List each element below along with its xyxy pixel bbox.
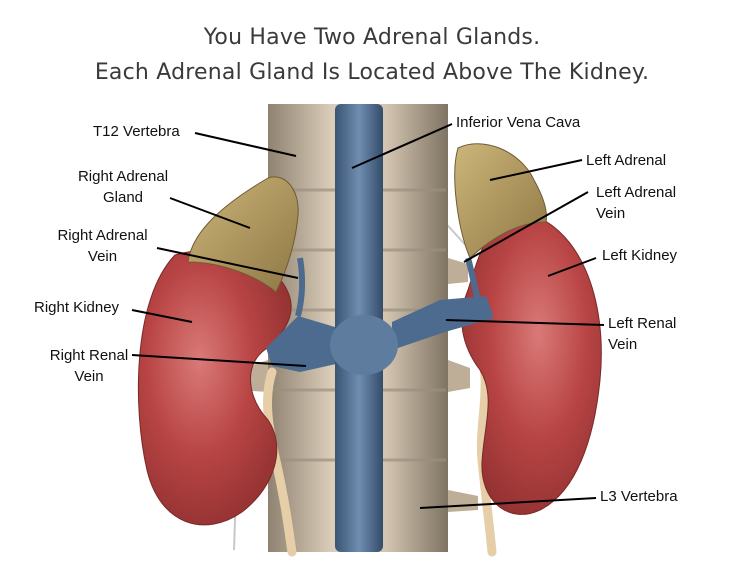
- label-left-adrenal-vein-line1: Left Adrenal: [596, 184, 677, 201]
- veins: [266, 104, 494, 552]
- label-left-adrenal-vein: Left Adrenal Vein: [596, 182, 676, 224]
- label-right-renal-vein: Right Renal Vein: [34, 345, 144, 387]
- label-right-adrenal-vein-line2: Vein: [87, 248, 118, 265]
- leader-lines: [131, 123, 605, 509]
- title-line-2: Each Adrenal Gland Is Located Above The …: [94, 60, 650, 85]
- label-right-adrenal-vein: Right Adrenal Vein: [40, 225, 165, 267]
- label-right-renal-vein-line2: Vein: [74, 368, 104, 385]
- left-kidney: [461, 211, 602, 515]
- label-right-renal-vein-line1: Right Renal: [49, 347, 129, 364]
- label-right-adrenal-gland-line2: Gland: [102, 189, 144, 206]
- label-left-adrenal-vein-line2: Vein: [596, 205, 626, 222]
- label-left-renal-vein-line2: Vein: [608, 336, 638, 353]
- label-left-renal-vein-line1: Left Renal: [608, 315, 677, 332]
- label-right-adrenal-gland-line1: Right Adrenal: [77, 168, 169, 185]
- label-left-kidney: Left Kidney: [602, 247, 678, 264]
- label-l3-vertebra: L3 Vertebra: [600, 488, 678, 505]
- label-inferior-vena-cava: Inferior Vena Cava: [456, 114, 581, 131]
- title-line-1: You Have Two Adrenal Glands.: [203, 25, 541, 50]
- label-right-kidney: Right Kidney: [34, 299, 120, 316]
- label-right-adrenal-vein-line1: Right Adrenal: [57, 227, 148, 244]
- label-t12-vertebra: T12 Vertebra: [93, 123, 180, 140]
- label-left-adrenal: Left Adrenal: [586, 152, 667, 169]
- right-adrenal-gland: [187, 176, 299, 293]
- label-left-renal-vein: Left Renal Vein: [608, 313, 676, 355]
- label-right-adrenal-gland: Right Adrenal Gland: [58, 166, 188, 208]
